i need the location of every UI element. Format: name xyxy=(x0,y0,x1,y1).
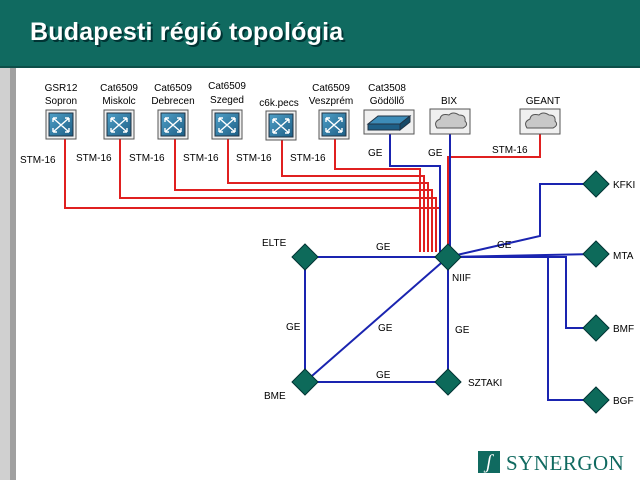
node-diamond xyxy=(582,240,610,268)
router-szeged: Cat6509 Szeged xyxy=(208,81,246,140)
node-diamond xyxy=(291,368,319,396)
link-label-sopron: STM-16 xyxy=(20,155,56,166)
router-sopron: GSR12 Sopron xyxy=(45,83,78,140)
node-label: BME xyxy=(264,391,286,402)
node-diamond xyxy=(582,314,610,342)
link-label-szeged: STM-16 xyxy=(183,153,219,164)
cloud-label: BIX xyxy=(441,96,457,107)
link-debrecen-niif xyxy=(174,139,433,252)
link-geant-niif xyxy=(447,134,541,252)
router-miskolc: Cat6509 Miskolc xyxy=(100,83,138,140)
node-diamond xyxy=(582,170,610,198)
logo-mark: ʃ xyxy=(478,451,500,473)
link-niif-kfki xyxy=(447,183,596,258)
link-niif-bgf xyxy=(448,256,596,401)
node-diamond xyxy=(434,243,462,271)
router-location: Sopron xyxy=(45,96,77,107)
node-diamond xyxy=(434,368,462,396)
link-miskolc-niif xyxy=(119,139,437,252)
node-label: SZTAKI xyxy=(468,378,502,389)
core-link-label-niif-right: GE xyxy=(497,240,512,251)
router-location: Szeged xyxy=(210,95,244,106)
link-label-miskolc: STM-16 xyxy=(76,153,112,164)
core-link-label-elte-niif: GE xyxy=(376,242,391,253)
logo-text: SYNERGON xyxy=(506,451,625,475)
core-link-label-niif-sztaki: GE xyxy=(455,325,470,336)
link-bme-niif xyxy=(304,256,449,383)
router-model: Cat6509 xyxy=(154,83,192,94)
node-niif: NIIF xyxy=(434,243,471,284)
node-label: ELTE xyxy=(262,238,287,249)
synergon-logo: ʃ SYNERGON xyxy=(478,450,638,478)
stm16-links xyxy=(64,134,541,252)
node-sztaki: SZTAKI xyxy=(434,368,502,396)
router-veszprem: Cat6509 Veszprém xyxy=(309,83,353,140)
link-veszprem-niif xyxy=(334,139,421,252)
router-location: Veszprém xyxy=(309,96,353,107)
cloud-geant: GEANT xyxy=(519,96,561,135)
router-location: c6k.pecs xyxy=(259,98,298,109)
link-label-debrecen: STM-16 xyxy=(129,153,165,164)
router-model: Cat6509 xyxy=(312,83,350,94)
switch-location: Gödöllő xyxy=(370,96,405,107)
node-label: BMF xyxy=(613,324,634,335)
link-label-godollo: GE xyxy=(368,148,383,159)
ge-links xyxy=(304,132,597,401)
link-label-bix: GE xyxy=(428,148,443,159)
page-title: Budapesti régió topológia xyxy=(30,18,344,46)
cloud-label: GEANT xyxy=(526,96,560,107)
link-label-pecs: STM-16 xyxy=(236,153,272,164)
node-bme: BME xyxy=(264,368,319,402)
node-bgf: BGF xyxy=(582,386,634,414)
link-label-geant: STM-16 xyxy=(492,145,528,156)
core-link-label-bme-niif: GE xyxy=(378,323,393,334)
router-model: Cat6509 xyxy=(208,81,246,92)
core-link-label-elte-bme: GE xyxy=(286,322,301,333)
core-link-label-bme-sztaki: GE xyxy=(376,370,391,381)
node-label: BGF xyxy=(613,396,634,407)
switch-godollo: Cat3508 Gödöllő xyxy=(363,83,415,135)
link-godollo-niif xyxy=(389,132,441,252)
link-szeged-niif xyxy=(227,139,429,252)
router-model: GSR12 xyxy=(45,83,78,94)
router-pecs: c6k.pecs xyxy=(259,98,299,141)
link-label-veszprem: STM-16 xyxy=(290,153,326,164)
link-niif-bmf xyxy=(448,256,596,329)
node-bmf: BMF xyxy=(582,314,634,342)
node-kfki: KFKI xyxy=(582,170,635,198)
left-stripe xyxy=(0,68,16,480)
router-model: Cat6509 xyxy=(100,83,138,94)
router-debrecen: Cat6509 Debrecen xyxy=(151,83,195,140)
router-location: Debrecen xyxy=(151,96,194,107)
node-label: NIIF xyxy=(452,273,471,284)
cloud-bix: BIX xyxy=(429,96,471,135)
node-label: MTA xyxy=(613,251,634,262)
router-location: Miskolc xyxy=(102,96,135,107)
node-label: KFKI xyxy=(613,180,635,191)
node-diamond xyxy=(291,243,319,271)
link-pecs-niif xyxy=(281,139,425,252)
node-diamond xyxy=(582,386,610,414)
node-elte: ELTE xyxy=(262,238,319,271)
title-bar: Budapesti régió topológia xyxy=(0,0,640,68)
node-mta: MTA xyxy=(582,240,634,268)
switch-model: Cat3508 xyxy=(368,83,406,94)
